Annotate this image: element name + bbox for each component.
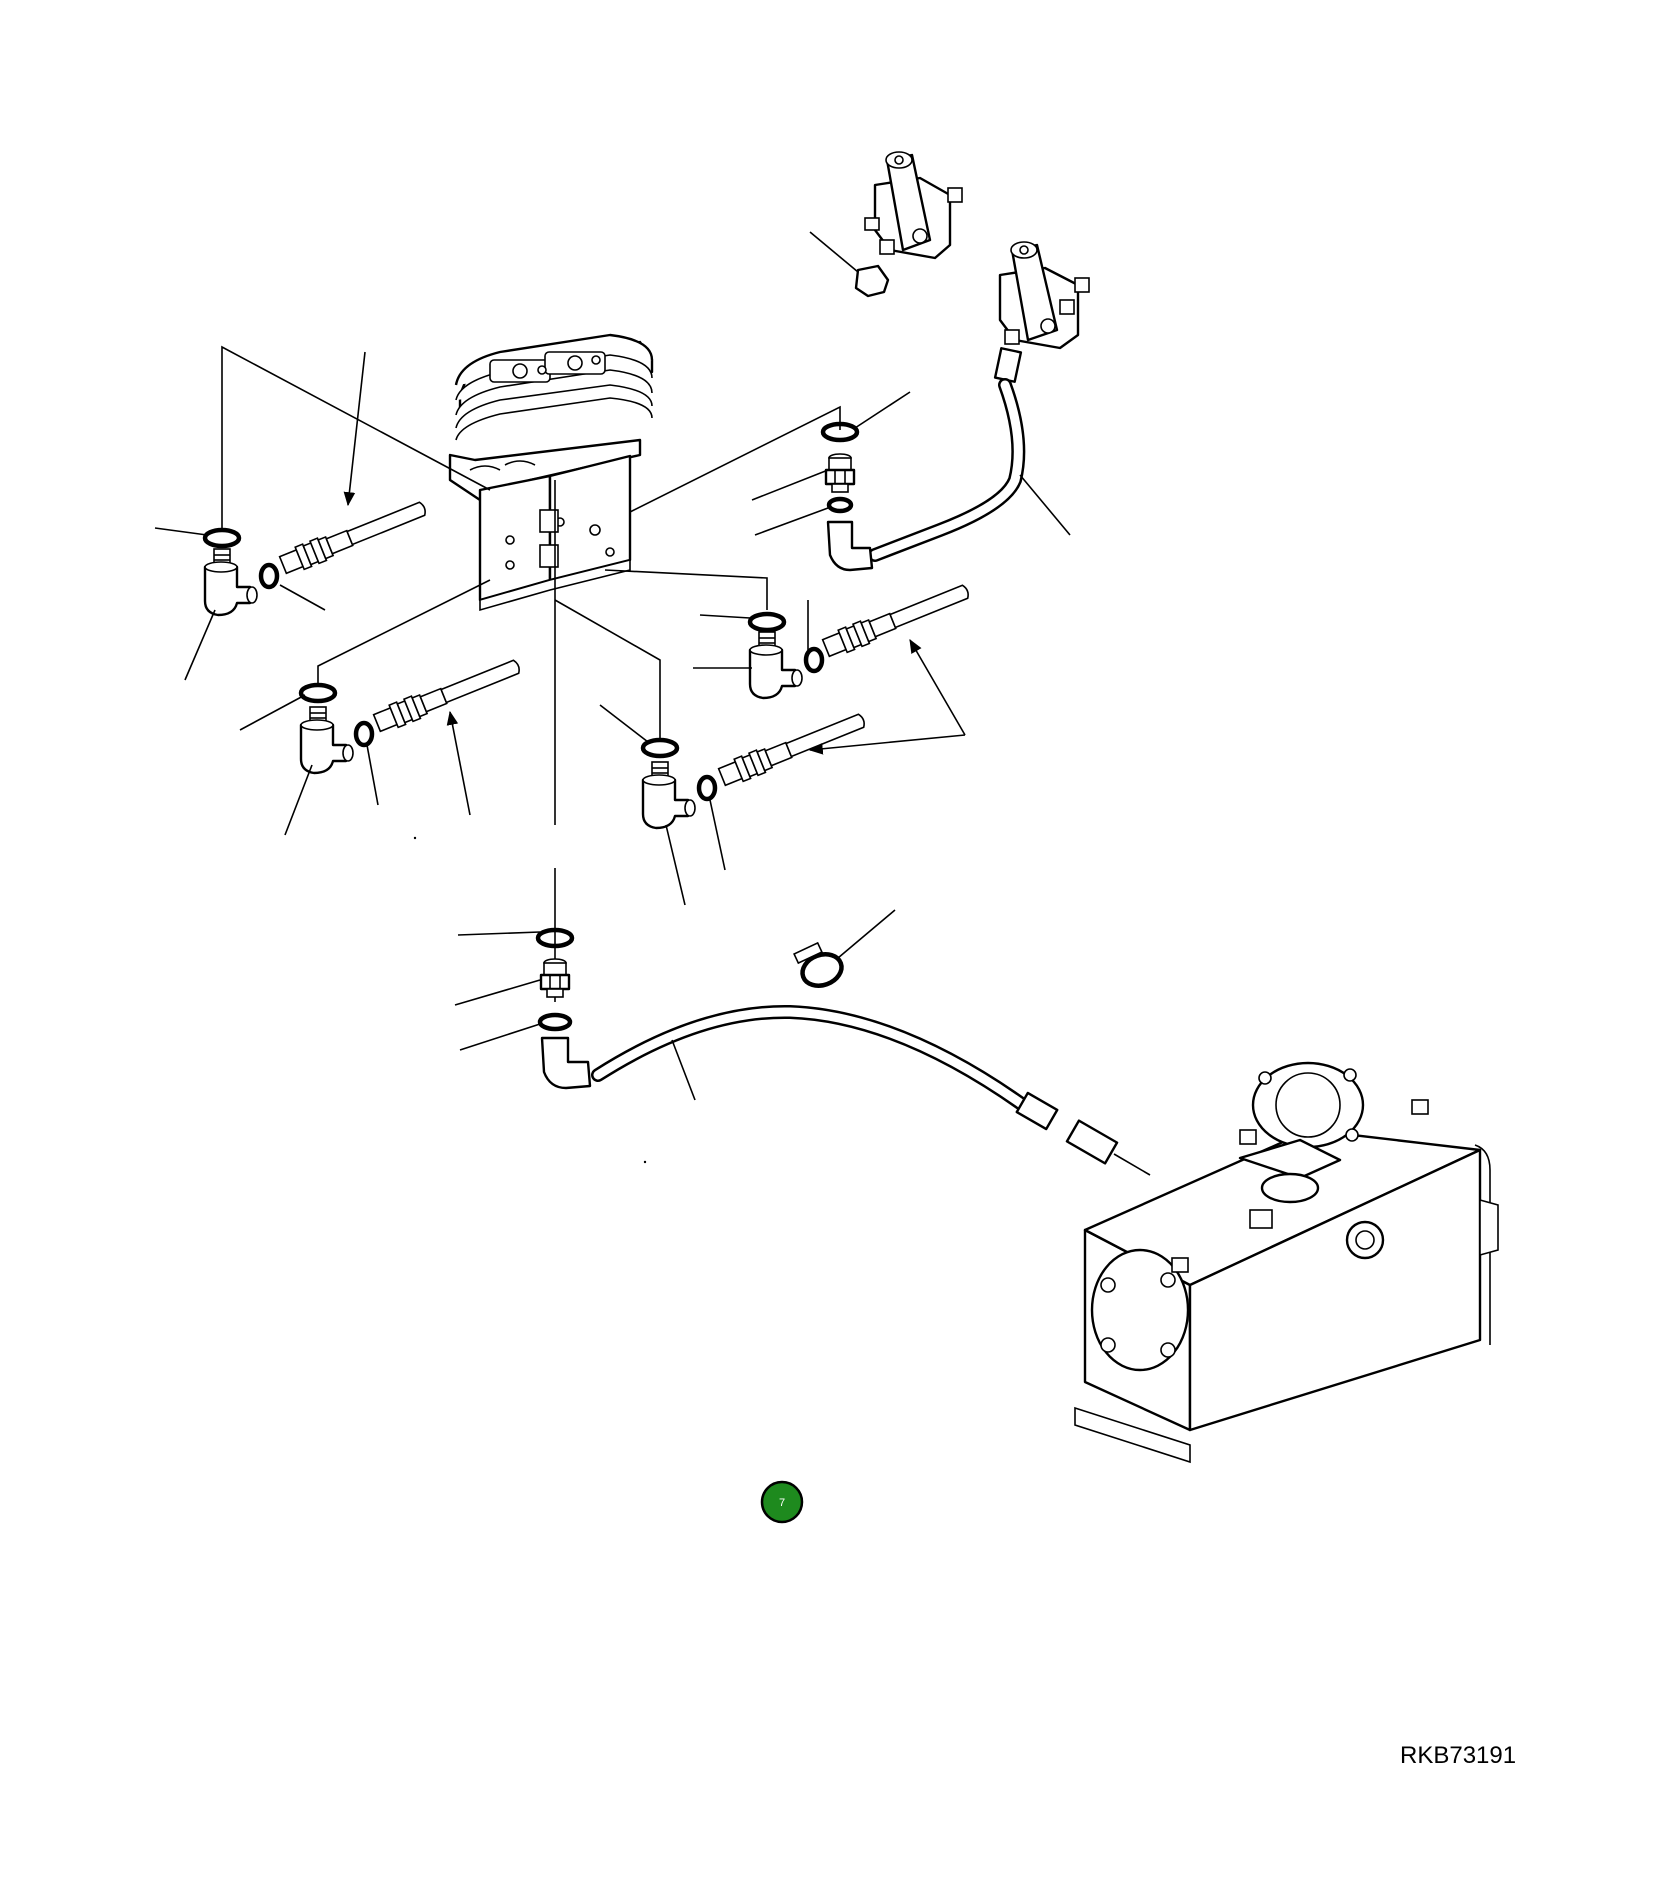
o-ring-a1 — [202, 527, 242, 549]
hose-lower — [591, 1004, 1151, 1176]
elbow-lower — [540, 1036, 592, 1090]
speck-dot — [643, 1160, 647, 1164]
o-ring-c1 — [640, 737, 680, 759]
tube-assembly-b — [371, 653, 524, 735]
pilot-control-valve — [448, 333, 654, 1002]
control-valve-upper — [864, 151, 963, 260]
o-ring-d2 — [803, 646, 825, 674]
adapter-upper — [824, 452, 856, 494]
tube-assembly-d — [820, 578, 973, 660]
o-ring-d1 — [747, 611, 787, 633]
tube-assembly-a — [277, 495, 430, 577]
hydraulic-tank — [1074, 1061, 1499, 1464]
elbow-upper — [826, 520, 874, 572]
o-ring-b1 — [298, 682, 338, 704]
tube-assembly-c — [716, 707, 869, 789]
hose-upper — [868, 347, 1026, 562]
marker-label: 7 — [779, 1497, 785, 1509]
o-ring-lower-1 — [535, 927, 575, 949]
marker-circle — [760, 1480, 804, 1524]
speck-dot — [413, 836, 417, 840]
adapter-lower — [539, 957, 571, 999]
elbow-fitting-c — [641, 760, 697, 830]
o-ring-lower-2 — [537, 1012, 573, 1032]
leader-lines — [154, 231, 1071, 1101]
o-ring-upper-1 — [820, 421, 860, 443]
hose-clamp — [793, 941, 844, 988]
elbow-fitting-b — [299, 705, 355, 775]
o-ring-upper-2 — [826, 496, 854, 514]
o-ring-c2 — [696, 774, 718, 802]
cap-plug — [854, 264, 890, 298]
control-valve-lower — [998, 241, 1090, 350]
o-ring-b2 — [353, 720, 375, 748]
elbow-fitting-d — [748, 630, 804, 700]
elbow-fitting-a — [203, 547, 259, 617]
arrow-tube-c — [808, 734, 966, 755]
o-ring-a2 — [258, 562, 280, 590]
arrow-tube-b — [446, 710, 471, 816]
arrow-tube-a — [343, 351, 366, 507]
callout-arrows — [343, 351, 966, 816]
drawing-id-label: RKB73191 — [1400, 1742, 1517, 1769]
arrow-tube-d — [909, 638, 966, 736]
figure-marker: 7 — [760, 1480, 804, 1524]
